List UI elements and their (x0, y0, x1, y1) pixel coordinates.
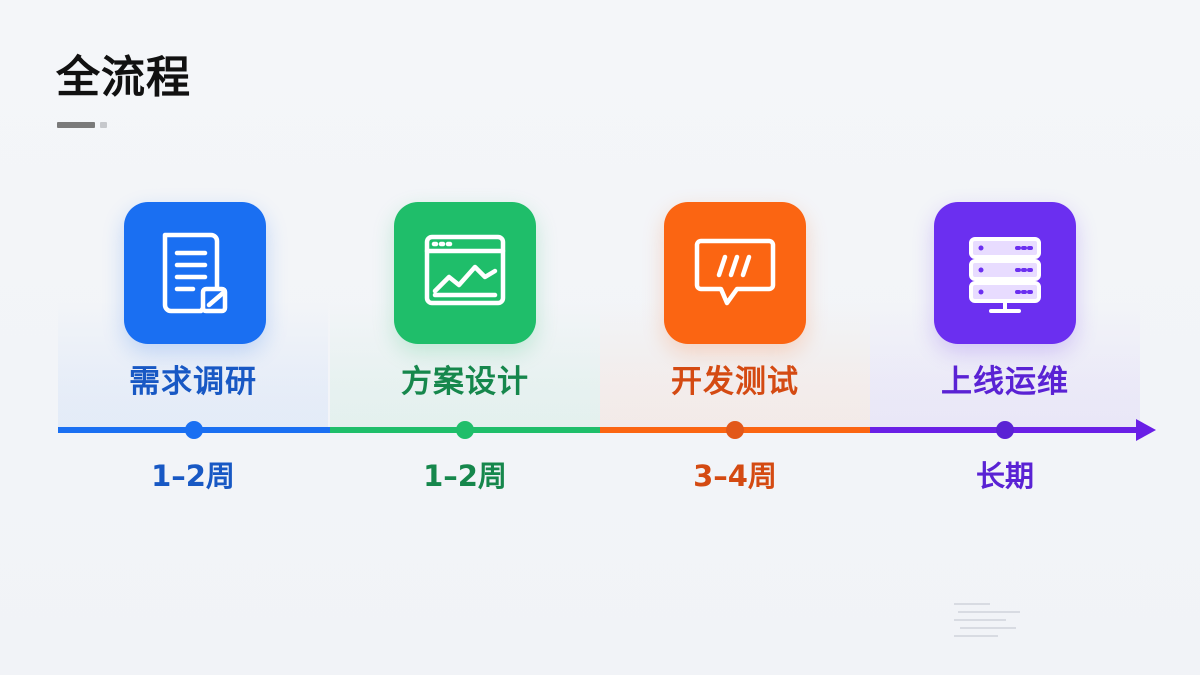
timeline-dot-3 (726, 421, 744, 439)
code-chat-icon (694, 238, 776, 306)
stage-card-4 (934, 202, 1076, 344)
stage-card-2 (394, 202, 536, 344)
chart-window-icon (424, 234, 506, 306)
timeline-dot-4 (996, 421, 1014, 439)
stage-duration-2: 1–2周 (423, 459, 507, 493)
stage-card-3 (664, 202, 806, 344)
stage-duration-4: 长期 (975, 459, 1034, 493)
stage-label-2: 方案设计 (401, 364, 529, 400)
stage-label-3: 开发测试 (671, 364, 799, 400)
timeline-arrow-head (1136, 419, 1156, 441)
timeline-dot-2 (456, 421, 474, 439)
document-edit-icon (162, 232, 228, 314)
page-title: 全流程 (56, 52, 191, 103)
title-underline (57, 122, 95, 128)
stage-duration-3: 3–4周 (693, 459, 777, 493)
stage-label-4: 上线运维 (941, 364, 1069, 400)
timeline-dot-1 (185, 421, 203, 439)
watermark-mark (954, 603, 1020, 637)
title-underline-dot (100, 122, 107, 128)
stage-card-1 (124, 202, 266, 344)
server-stack-icon (969, 237, 1041, 313)
stage-duration-1: 1–2周 (151, 459, 235, 493)
stage-label-1: 需求调研 (129, 364, 257, 400)
